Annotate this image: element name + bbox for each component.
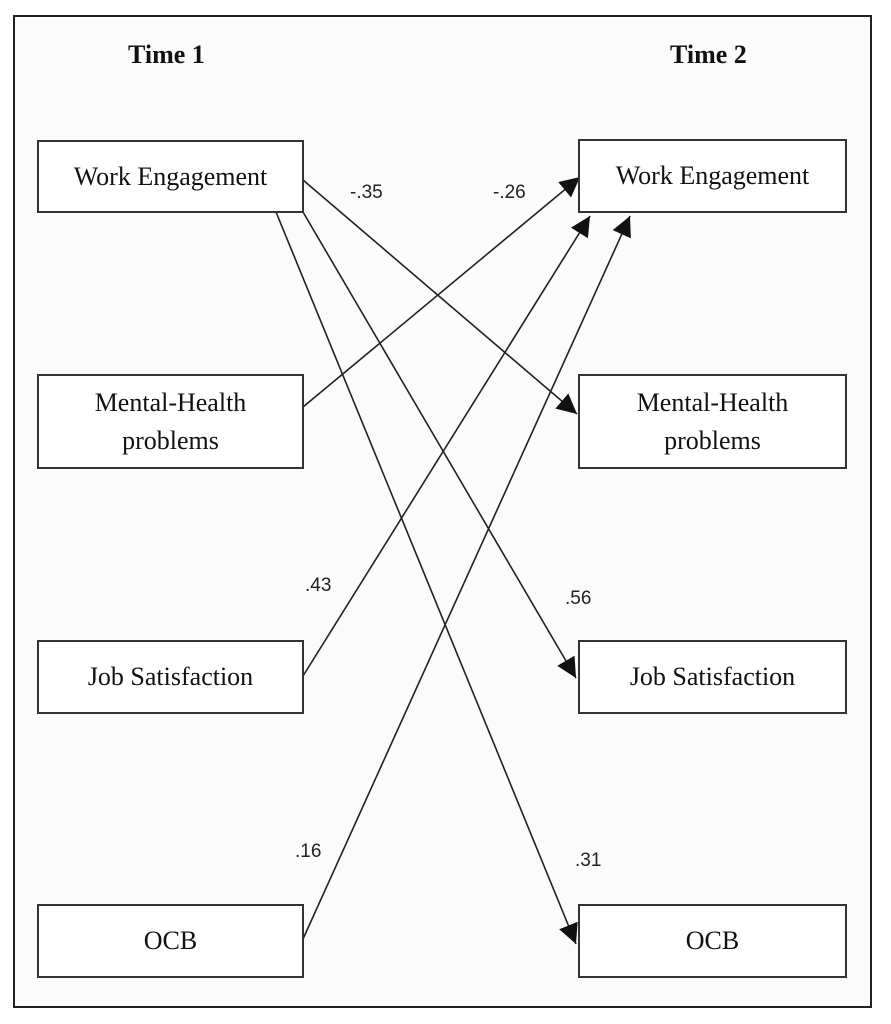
node-label: Job Satisfaction [87, 662, 254, 691]
coef-mh1-we2: -.26 [493, 182, 526, 203]
node-t1-job-satisfaction: Job Satisfaction [37, 640, 304, 714]
node-label: Work Engagement [615, 161, 810, 190]
node-label-line1: Mental-Health [636, 387, 789, 417]
coef-we1-mh2: -.35 [350, 182, 383, 203]
node-label-line2: problems [122, 425, 219, 455]
node-t2-mental-health-problems: Mental-Health problems [578, 374, 847, 469]
node-label: OCB [685, 926, 740, 955]
arrow-js1-to-we2 [302, 215, 591, 677]
node-label: Work Engagement [73, 161, 268, 191]
arrow-we1-to-ocb2 [275, 211, 578, 945]
node-t1-ocb: OCB [37, 904, 304, 978]
coef-we1-ocb2: .31 [575, 850, 602, 871]
time2-header: Time 2 [670, 40, 747, 69]
arrow-we1-to-js2 [302, 211, 577, 679]
time1-header: Time 1 [128, 40, 205, 69]
coef-we1-js2: .56 [565, 588, 592, 609]
node-t2-job-satisfaction: Job Satisfaction [578, 640, 847, 714]
node-t1-mental-health-problems: Mental-Health problems [37, 374, 304, 469]
node-t2-ocb: OCB [578, 904, 847, 978]
arrow-ocb1-to-we2 [302, 215, 631, 940]
coef-js1-we2: .43 [305, 575, 332, 596]
node-label-line2: problems [664, 425, 761, 455]
arrow-we1-to-mh2 [302, 179, 578, 415]
arrow-mh1-to-we2 [302, 176, 581, 408]
node-label-line1: Mental-Health [94, 387, 247, 417]
coef-ocb1-we2: .16 [295, 841, 322, 862]
node-label: Job Satisfaction [629, 662, 796, 691]
node-t2-work-engagement: Work Engagement [578, 139, 847, 213]
node-t1-work-engagement: Work Engagement [37, 140, 304, 213]
node-label: OCB [143, 926, 198, 955]
